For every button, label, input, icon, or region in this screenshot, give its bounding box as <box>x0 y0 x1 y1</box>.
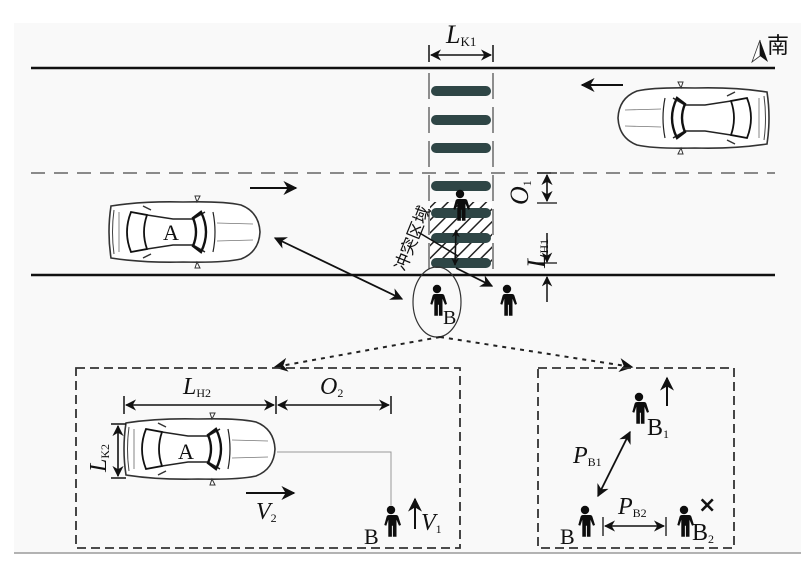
offset-o1-label: O1 <box>505 180 534 205</box>
zoom-arrow-left <box>273 336 441 372</box>
crosswalk-stripe <box>431 115 491 125</box>
pedestrian-b-label: B <box>443 307 456 329</box>
length-h2-dimension <box>123 396 277 414</box>
conflict-zone-pointer <box>417 231 459 257</box>
length-h1-dimension <box>537 233 557 302</box>
width-k2-label: LK2 <box>86 444 112 473</box>
crosswalk-stripe <box>431 181 491 191</box>
inset-right-frame <box>537 367 735 549</box>
velocity-v1-label: V1 <box>421 510 442 536</box>
length-h2-label: LH2 <box>182 374 211 400</box>
crossing-width-label: LK1 <box>445 20 476 49</box>
offset-o2-dimension <box>276 396 392 414</box>
crosswalk-stripe <box>431 208 491 218</box>
crosswalk-stripe <box>431 86 491 96</box>
inset-pedestrian-b-label: B <box>364 524 379 549</box>
offset-o2-label: O2 <box>320 374 343 400</box>
crossing-width-dimension <box>428 45 494 62</box>
conflict-distance-arrow <box>451 229 460 266</box>
inset-vehicle-a <box>122 411 277 487</box>
north-arrow-icon <box>751 39 768 64</box>
inset-left-frame <box>75 367 461 549</box>
crosswalk-stripe <box>431 258 491 268</box>
length-h1-label: LH1 <box>522 239 551 269</box>
inset-vehicle-a-label: A <box>178 439 194 464</box>
vehicle-oncoming <box>616 80 771 156</box>
distance-pb2-label: PB2 <box>617 494 647 520</box>
velocity-v2-label: V2 <box>256 499 277 525</box>
distance-arrow-a-to-b <box>273 237 404 300</box>
compass-label: 南 <box>767 33 789 58</box>
vehicle-a-label: A <box>163 220 179 245</box>
pedestrian-b-right-label: B <box>560 524 575 549</box>
crosswalk <box>428 73 494 272</box>
crosswalk-stripe <box>431 143 491 153</box>
distance-pb1-arrow <box>597 430 631 498</box>
distance-pb1-label: PB1 <box>572 443 602 469</box>
offset-o1-dimension <box>537 172 557 204</box>
distance-pb2-dimension <box>602 517 667 536</box>
cross-mark-icon: × <box>698 493 716 518</box>
pedestrian-path-arrow <box>455 267 494 287</box>
width-k2-dimension <box>111 423 126 479</box>
inset-guide-line <box>277 451 392 505</box>
vehicle-a <box>107 194 262 270</box>
pedestrian-b1-label: B1 <box>647 415 669 441</box>
crosswalk-stripe <box>431 233 491 243</box>
pedestrian-b2-label: B2 <box>692 520 714 546</box>
